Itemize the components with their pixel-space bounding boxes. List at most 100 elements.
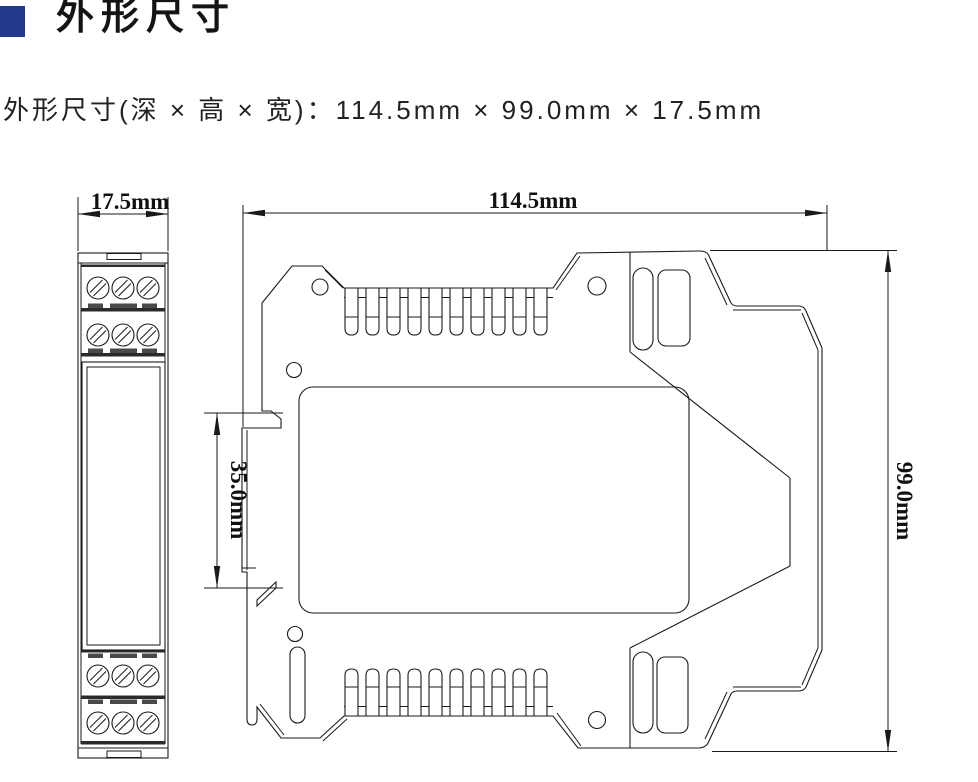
screw-slot-line (93, 330, 107, 344)
screw-slot-line (89, 667, 103, 681)
vent-tooth (428, 288, 443, 336)
screw-slot-line (143, 330, 157, 344)
terminal-divider (81, 353, 165, 357)
divider-tab (88, 699, 103, 704)
vent-tooth (365, 668, 380, 716)
screw-slot-line (114, 279, 128, 293)
terminal-slot (657, 269, 691, 347)
latch-release-slot (289, 646, 306, 724)
spec-label: 外形尺寸(深 × 高 × 宽)： (3, 95, 336, 125)
vent-tooth (407, 288, 422, 336)
dim-depth: 114.5mm (242, 188, 828, 427)
terminal-divider (81, 308, 165, 312)
screw-slot-line (118, 330, 132, 344)
dim-width: 17.5mm (77, 189, 170, 251)
divider-tab (110, 653, 137, 658)
terminal-screw (111, 711, 135, 735)
divider-tab (142, 348, 157, 353)
terminal-divider (81, 264, 165, 267)
divider-tab (142, 699, 157, 704)
screw-slot-line (143, 283, 157, 297)
width-dimension-label: 17.5mm (91, 189, 170, 214)
vent-tooth (344, 668, 359, 716)
din-rail-dimension-label: 35.0mm (226, 461, 251, 540)
hole (286, 625, 304, 643)
terminal-screws (86, 276, 160, 735)
side-view (241, 250, 823, 749)
vent-tooth (470, 288, 485, 336)
din-latch-claw (256, 580, 277, 608)
terminal-divider (81, 741, 165, 745)
divider-tab (88, 653, 103, 658)
case-holes (285, 267, 691, 734)
terminal-screw (111, 276, 135, 300)
hole (587, 276, 607, 296)
vent-slots-top (344, 288, 548, 336)
screw-slot-line (139, 667, 153, 681)
terminal-divider-tabs (88, 303, 157, 704)
terminal-slot (632, 651, 654, 734)
dimension-spec-line: 外形尺寸(深 × 高 × 宽)：114.5mm × 99.0mm × 17.5m… (3, 90, 764, 127)
section-title: 外形尺寸 (56, 0, 237, 38)
screw-slot-line (93, 283, 107, 297)
hole (285, 361, 303, 379)
vent-tooth (491, 288, 506, 336)
divider-tab (88, 303, 103, 308)
divider-tab (88, 348, 103, 353)
terminal-screw (111, 664, 135, 688)
terminal-screw (86, 323, 110, 347)
vent-tooth (512, 668, 527, 716)
screw-slot-line (139, 279, 153, 293)
terminal-slot (656, 656, 689, 734)
terminal-screw (136, 711, 160, 735)
hole (311, 278, 329, 296)
front-top-tab (106, 253, 142, 260)
screw-slot-line (118, 718, 132, 732)
screw-slot-line (118, 283, 132, 297)
depth-dimension-label: 114.5mm (489, 188, 578, 213)
divider-tab (110, 303, 137, 308)
terminal-screw (86, 276, 110, 300)
front-bottom-tab (106, 750, 142, 758)
screw-slot-line (93, 671, 107, 685)
vent-tooth (449, 668, 464, 716)
hole (587, 710, 607, 730)
vent-tooth (386, 288, 401, 336)
screw-slot-line (89, 326, 103, 340)
vent-tooth (512, 288, 527, 336)
vent-tooth (407, 668, 422, 716)
terminal-divider (81, 695, 165, 699)
terminal-screw (86, 711, 110, 735)
vent-tooth (344, 288, 359, 336)
terminal-screw (136, 276, 160, 300)
edge-detail-lines (259, 255, 819, 747)
side-body-outline (241, 250, 823, 749)
height-dimension-label: 99.0mm (892, 462, 917, 541)
divider-tab (142, 303, 157, 308)
inner-structure (629, 252, 791, 748)
vent-tooth (428, 668, 443, 716)
front-view (77, 252, 169, 759)
dim-din-rail: 35.0mm (204, 412, 283, 589)
vent-tooth (449, 288, 464, 336)
vent-slots-bottom (344, 668, 548, 716)
divider-tab (110, 699, 137, 704)
vent-tooth (491, 668, 506, 716)
screw-slot-line (143, 718, 157, 732)
front-panel-inner (86, 366, 161, 646)
terminal-divider (81, 650, 165, 653)
vent-tooth (533, 668, 548, 716)
terminal-screw (86, 664, 110, 688)
vent-tooth (470, 668, 485, 716)
screw-slot-line (139, 326, 153, 340)
divider-tab (110, 348, 137, 353)
label-recess (298, 386, 690, 614)
vent-tooth (533, 288, 548, 336)
vent-tooth (386, 668, 401, 716)
dim-height: 99.0mm (710, 250, 917, 752)
terminal-slot (632, 267, 654, 351)
front-panel-outer (81, 361, 166, 651)
terminal-screw (111, 323, 135, 347)
